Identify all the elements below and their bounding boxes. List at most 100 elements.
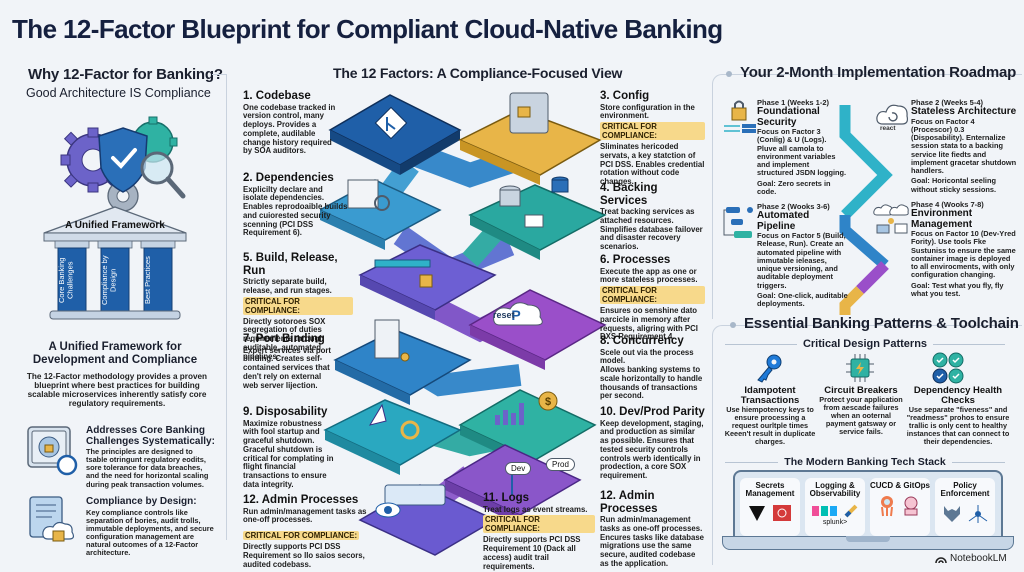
pattern-title: Circuit Breakers (824, 385, 898, 396)
factor-title: 8. Concurrency (600, 335, 684, 347)
tile-config (458, 92, 602, 185)
divider-line (933, 343, 1005, 345)
patterns-heading: Essential Banking Patterns & Toolchain (744, 315, 1019, 332)
cloud-icon (493, 302, 543, 326)
critical-badge: CRITICAL FOR COMPLIANCE: (243, 296, 353, 315)
factor-title: 7. Port Binding (243, 333, 325, 345)
reset-label: reset (493, 310, 515, 320)
phase-text: Focus on Factor 10 (Dev-Yred Fority). Us… (911, 229, 1016, 280)
pattern-title: Dependency Health Checks (913, 385, 1003, 406)
critical-badge: CRITICAL FOR COMPLIANCE: (483, 515, 595, 534)
phase-goal: Goal: Horicontal seeling without sticky … (911, 176, 997, 194)
laptop-notch (846, 536, 890, 542)
factor-text: Store configuration in the environment. (600, 102, 695, 121)
pattern-text: Use separate "fiveness" and "readmess" p… (906, 404, 1010, 446)
design-patterns-title: Critical Design Patterns (802, 338, 928, 350)
server-icon (374, 319, 400, 359)
factor-title: 12. Admin Processes (243, 494, 359, 506)
elk-logo-icon (812, 505, 837, 516)
health-checks-icon (932, 352, 964, 384)
point-text: The principles are designed to tsable ot… (86, 447, 209, 489)
tool-label: CUCD & GitOps (870, 481, 930, 490)
design-patterns-heading: Critical Design Patterns (725, 338, 1005, 350)
temple-illustration (43, 206, 187, 320)
document-cloud-lock-icon (29, 496, 75, 542)
factor-concurrency: 8. Concurrency Scele out via the process… (600, 335, 705, 401)
argo-logo-icon (881, 496, 893, 517)
factor-critical-text: Sliminates hericoded servats, a key stat… (600, 142, 705, 186)
intro-text: The 12-Factor methodology provides a pro… (26, 372, 208, 409)
power-icon (400, 420, 420, 440)
factor-text: Strictly separate build, release, and ru… (243, 277, 332, 295)
circuit-chip-icon (846, 354, 874, 382)
point-text: Key compliance controls like separation … (86, 507, 214, 558)
point-title: Compliance by Design: (86, 496, 197, 507)
divider (712, 325, 1022, 565)
factor-title: 11. Logs (483, 492, 530, 504)
point-block: Compliance by Design: Key compliance con… (86, 496, 218, 558)
phase-week: Phase 1 (Weeks 1-2) (757, 98, 829, 107)
pattern-title: Idampotent Transactions (740, 385, 800, 406)
divider-line (725, 461, 779, 463)
point-block: Addresses Core Banking Challenges System… (86, 425, 216, 489)
cloud-refresh-icon (876, 104, 909, 125)
factor-critical-text: Ensures oo senshine dato parcicle in mem… (600, 306, 698, 342)
phase-title: Automated Pipeline (757, 210, 810, 232)
factor-title: 3. Config (600, 90, 650, 102)
factor-text-extra: Allows banking systems to scale horizont… (600, 365, 703, 401)
environment-clouds-icon (873, 204, 909, 234)
divider-dot (726, 71, 732, 77)
tech-stack-title: The Modern Banking Tech Stack (784, 456, 946, 468)
factor-text: Explicilty declare and isolate dependenc… (243, 184, 348, 238)
currency-symbol: $ (545, 396, 551, 408)
tool-label: Policy Enforcement (940, 481, 990, 499)
flux-mascot-icon (904, 496, 918, 516)
tool-label: Logging & Observability (809, 481, 861, 499)
log-document-icon (384, 484, 446, 506)
secrets-manager-logo-icon (773, 504, 791, 521)
phase-week: Phase 2 (Weeks 5-4) (911, 98, 983, 107)
factor-text: Run admin/management tasks as one-off pr… (243, 506, 367, 525)
dollar-coin-icon (538, 391, 558, 411)
pattern-text: Use hiempotency keys to ensure processin… (724, 404, 816, 446)
pipeline-flow-icon (723, 207, 753, 238)
opa-logo-icon (944, 505, 960, 522)
factor-title: 1. Codebase (243, 90, 311, 102)
factors-heading: The 12 Factors: A Compliance-Focused Vie… (333, 65, 623, 81)
factor-build-release-run: 5. Build, Release, Run Strictly separate… (243, 252, 353, 361)
react-label: react (880, 125, 896, 132)
factor-text: Run admin/management tasks as one-off pr… (600, 515, 705, 568)
pillar-label: Compliance by Design (100, 255, 118, 305)
section-title: A Unified Framework for Development and … (32, 341, 198, 367)
gears-shield-illustration (60, 116, 186, 212)
critical-badge: CRITICAL FOR COMPLIANCE: (600, 122, 705, 141)
factor-title: 2. Dependencies (243, 172, 334, 184)
policy-network-icon (968, 504, 988, 523)
tool-policy: Policy Enforcement (935, 478, 995, 536)
factor-text: Keep development, staging, and productio… (600, 418, 704, 480)
tool-label: Secrets Management (745, 481, 795, 499)
vault-logo-icon (749, 505, 765, 521)
roadmap-timeline (839, 105, 893, 315)
divider-line (951, 461, 1006, 463)
phase-text: Focus on Factor 4 (Procescor) 0.3 (Dispo… (911, 116, 1017, 176)
pipeline-logo-icon (844, 504, 858, 518)
factor-text: Maximize robustness with fool startup an… (243, 418, 322, 446)
factor-title: 9. Disposability (243, 406, 328, 418)
factor-text: Scele out via the process model. (600, 347, 694, 366)
pillar-label: Core Banking Challenges (57, 257, 75, 303)
factor-critical-text: Directly supports PCI DSS Requirement 10… (483, 535, 581, 571)
factor-text: One codebase tracked in version control,… (243, 102, 336, 156)
factor-title: 10. Dev/Prod Parity (600, 406, 705, 418)
vault-timer-icon (27, 426, 78, 476)
lock-icon (419, 274, 433, 288)
phase-goal: Goal: Zero secrets in code. (757, 178, 831, 196)
factor-critical-text: Directly sotoroes SOX segregation of dut… (243, 316, 326, 361)
phase-week: Phase 2 (Wooks 3-6) (757, 202, 830, 211)
git-branch-icon (386, 117, 396, 131)
pediment-label: A Unified Framework (65, 220, 165, 231)
phase-title: Stateless Architecture (911, 106, 1017, 117)
phase-2: Phase 2 (Weeks 5-4) Stateless Architectu… (911, 98, 1017, 194)
point-title: Addresses Core Banking Challenges System… (86, 425, 215, 447)
dev-cloud-label: Dev (505, 462, 532, 475)
